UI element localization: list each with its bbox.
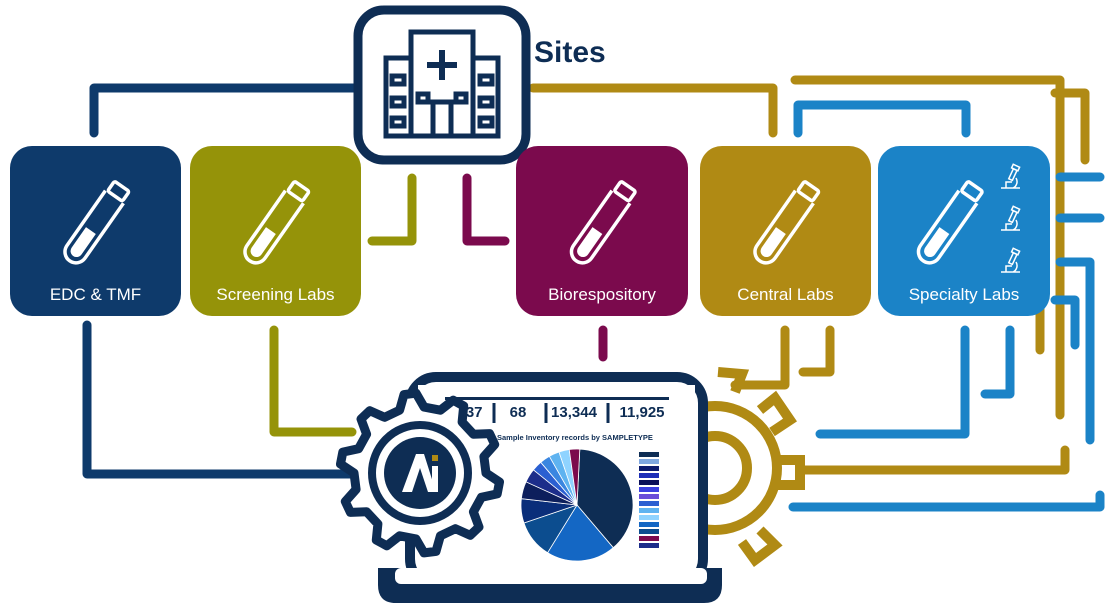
legend-swatch-6 — [639, 494, 659, 499]
legend-swatch-2 — [639, 466, 659, 471]
pie-slice-1 — [547, 504, 614, 562]
sites-label: Sites — [534, 36, 606, 69]
legend-swatch-5 — [639, 487, 659, 492]
laptop-base-inner — [395, 568, 707, 584]
ai-logo-i — [432, 466, 438, 492]
pie-legend — [639, 452, 659, 548]
kpi-value: 13,344 — [551, 404, 598, 421]
node-card-bg — [700, 146, 871, 316]
node-biorepository[interactable]: Biorespository — [516, 146, 688, 316]
node-edc[interactable]: EDC & TMF — [10, 146, 181, 316]
node-card-bg — [10, 146, 181, 316]
node-card-bg — [190, 146, 361, 316]
legend-swatch-3 — [639, 473, 659, 478]
hospital-icon — [383, 29, 501, 139]
node-specialty[interactable]: Specialty Labs — [878, 146, 1050, 316]
node-cards: EDC & TMF Screening Labs Biorespository Cen… — [10, 146, 1050, 316]
node-central[interactable]: Central Labs — [700, 146, 871, 316]
node-label: Screening Labs — [216, 285, 334, 304]
sites-card — [353, 5, 531, 165]
legend-swatch-11 — [639, 529, 659, 534]
legend-swatch-0 — [639, 452, 659, 457]
legend-swatch-10 — [639, 522, 659, 527]
ai-badge-circle — [384, 437, 456, 509]
sites-node[interactable]: Sites — [353, 5, 606, 165]
ai-logo-dot — [432, 455, 438, 461]
node-screening[interactable]: Screening Labs — [190, 146, 361, 316]
kpi-divider — [606, 403, 610, 423]
chart-title: Sample Inventory records by SAMPLETYPE — [497, 433, 653, 442]
connector-lines — [82, 75, 1105, 568]
legend-swatch-7 — [639, 501, 659, 506]
kpi-value: 11,925 — [619, 404, 664, 421]
node-label: Specialty Labs — [909, 285, 1020, 304]
ai-gear[interactable]: Ai — [336, 388, 504, 558]
ai-logo-a — [402, 454, 436, 492]
legend-swatch-12 — [639, 536, 659, 541]
pie-slice-0 — [576, 448, 634, 549]
kpi-divider — [544, 403, 548, 423]
pie-slice-10 — [568, 448, 581, 506]
node-card-bg — [516, 146, 688, 316]
legend-swatch-1 — [639, 459, 659, 464]
legend-swatch-8 — [639, 508, 659, 513]
kpi-divider — [492, 403, 496, 423]
node-label: Biorespository — [548, 285, 656, 304]
node-label: Central Labs — [737, 285, 833, 304]
legend-swatch-9 — [639, 515, 659, 520]
kpi-top-rule — [445, 397, 669, 400]
kpi-value: 68 — [510, 404, 527, 421]
legend-swatch-4 — [639, 480, 659, 485]
pie-chart — [520, 448, 634, 562]
legend-swatch-13 — [639, 543, 659, 548]
node-label: EDC & TMF — [50, 285, 141, 304]
